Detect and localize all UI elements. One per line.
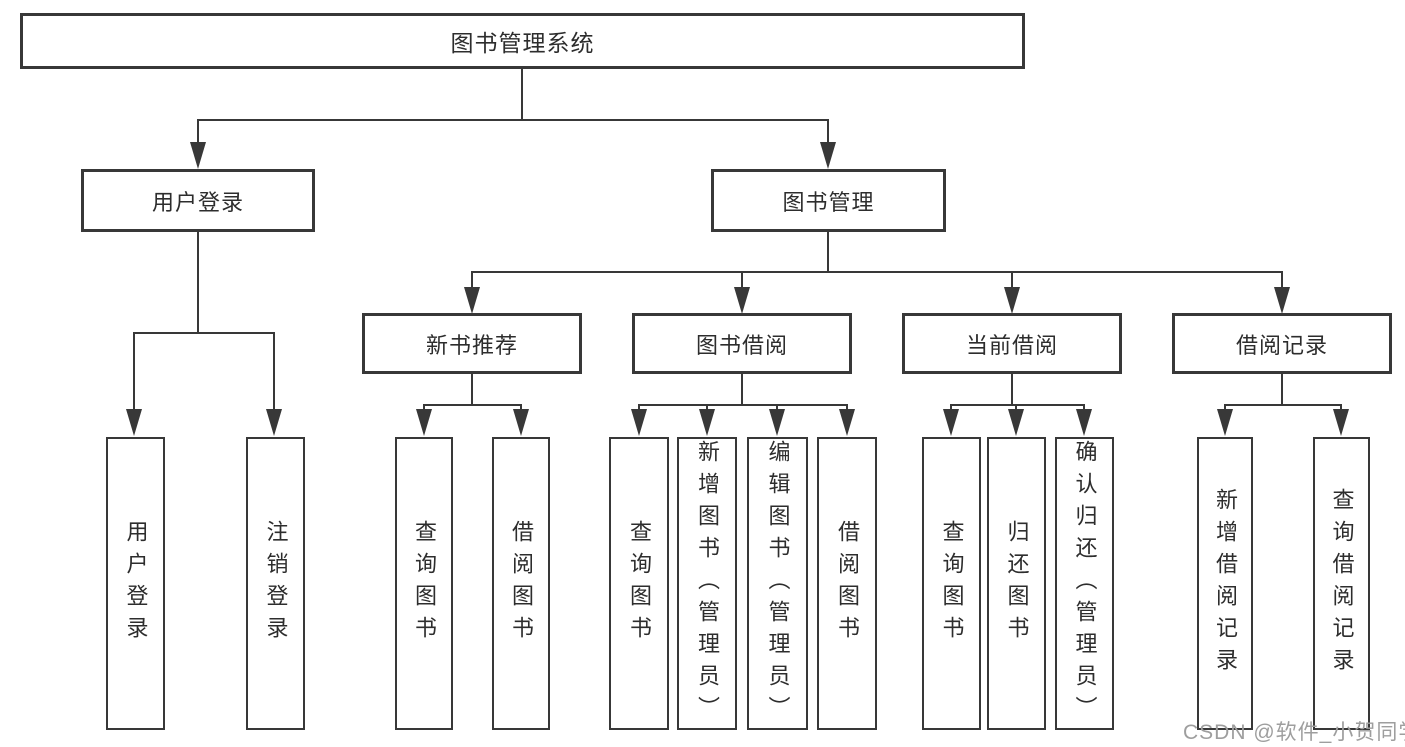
connector-line xyxy=(521,68,523,120)
node-leaf-return-book: 归还图书 xyxy=(987,437,1046,730)
connector-line xyxy=(1281,374,1283,406)
node-label: 借阅记录 xyxy=(1235,332,1328,358)
arrow-down-icon xyxy=(631,409,647,436)
arrow-down-icon xyxy=(1008,409,1024,436)
connector-line xyxy=(197,119,199,144)
node-label: 归还图书 xyxy=(1004,519,1030,648)
connector-line xyxy=(1224,404,1226,412)
node-label: 查询图书 xyxy=(412,519,437,648)
arrow-down-icon xyxy=(734,287,750,314)
csdn-watermark: CSDN @软件_小贺同学 xyxy=(1183,721,1405,744)
connector-line xyxy=(846,404,848,412)
connector-line xyxy=(1281,271,1283,289)
connector-line xyxy=(741,374,743,406)
node-user-login: 用户登录 xyxy=(81,169,315,232)
node-label: 图书管理 xyxy=(782,189,875,215)
node-leaf-query-book: 查询图书 xyxy=(609,437,669,730)
arrow-down-icon xyxy=(126,409,142,436)
node-library-management-system: 图书管理系统 xyxy=(20,13,1025,69)
node-label: 新增借阅记录 xyxy=(1213,487,1238,680)
node-label: 编辑图书（管理员） xyxy=(765,439,791,728)
connector-line xyxy=(471,271,1283,273)
arrow-down-icon xyxy=(464,287,480,314)
node-leaf-borrow-book: 借阅图书 xyxy=(817,437,877,730)
node-new-book-recommendation: 新书推荐 xyxy=(362,313,582,374)
node-label: 新增图书（管理员） xyxy=(695,439,720,728)
arrow-down-icon xyxy=(769,409,785,436)
node-label: 确认归还（管理员） xyxy=(1072,439,1098,728)
connector-line xyxy=(273,332,275,410)
node-leaf-add-book-admin: 新增图书（管理员） xyxy=(677,437,737,730)
node-leaf-user-login: 用户登录 xyxy=(106,437,165,730)
node-label: 查询图书 xyxy=(627,519,652,648)
node-leaf-query-book: 查询图书 xyxy=(922,437,981,730)
node-label: 新书推荐 xyxy=(425,332,518,358)
node-book-management: 图书管理 xyxy=(711,169,946,232)
connector-line xyxy=(638,404,640,412)
node-label: 借阅图书 xyxy=(835,519,860,648)
connector-line xyxy=(741,271,743,289)
connector-line xyxy=(706,404,708,412)
arrow-down-icon xyxy=(1076,409,1092,436)
connector-line xyxy=(776,404,778,412)
connector-line xyxy=(1224,404,1342,406)
arrow-down-icon xyxy=(190,142,206,169)
arrow-down-icon xyxy=(1274,287,1290,314)
node-label: 图书管理系统 xyxy=(450,30,595,56)
node-leaf-edit-book-admin: 编辑图书（管理员） xyxy=(747,437,808,730)
connector-line xyxy=(133,332,135,410)
node-current-borrowing: 当前借阅 xyxy=(902,313,1122,374)
arrow-down-icon xyxy=(266,409,282,436)
connector-line xyxy=(1340,404,1342,412)
node-label: 注销登录 xyxy=(263,519,289,648)
node-leaf-add-borrow-record: 新增借阅记录 xyxy=(1197,437,1253,730)
connector-line xyxy=(197,232,199,334)
connector-line xyxy=(197,119,829,121)
connector-line xyxy=(520,404,522,412)
connector-line xyxy=(1011,374,1013,406)
connector-line xyxy=(471,374,473,406)
arrow-down-icon xyxy=(513,409,529,436)
connector-line xyxy=(1011,271,1013,289)
node-label: 查询图书 xyxy=(939,519,965,648)
connector-line xyxy=(423,404,425,412)
connector-line xyxy=(950,404,952,412)
arrow-down-icon xyxy=(699,409,715,436)
connector-line xyxy=(827,232,829,273)
connector-line xyxy=(950,404,1085,406)
node-leaf-logout: 注销登录 xyxy=(246,437,305,730)
node-borrowing-records: 借阅记录 xyxy=(1172,313,1392,374)
connector-line xyxy=(827,119,829,144)
node-leaf-query-book: 查询图书 xyxy=(395,437,453,730)
node-label: 用户登录 xyxy=(123,519,149,648)
node-leaf-confirm-return-admin: 确认归还（管理员） xyxy=(1055,437,1114,730)
node-label: 用户登录 xyxy=(151,189,244,215)
node-book-borrowing: 图书借阅 xyxy=(632,313,852,374)
arrow-down-icon xyxy=(1004,287,1020,314)
arrow-down-icon xyxy=(820,142,836,169)
connector-line xyxy=(1083,404,1085,412)
arrow-down-icon xyxy=(416,409,432,436)
node-label: 当前借阅 xyxy=(965,332,1058,358)
arrow-down-icon xyxy=(943,409,959,436)
connector-line xyxy=(423,404,522,406)
node-leaf-borrow-book: 借阅图书 xyxy=(492,437,550,730)
arrow-down-icon xyxy=(839,409,855,436)
connector-line xyxy=(133,332,275,334)
connector-line xyxy=(638,404,848,406)
connector-line xyxy=(471,271,473,289)
node-label: 图书借阅 xyxy=(695,332,788,358)
node-label: 借阅图书 xyxy=(509,519,534,648)
node-leaf-query-borrow-record: 查询借阅记录 xyxy=(1313,437,1370,730)
node-label: 查询借阅记录 xyxy=(1329,487,1355,680)
arrow-down-icon xyxy=(1217,409,1233,436)
connector-line xyxy=(1015,404,1017,412)
arrow-down-icon xyxy=(1333,409,1349,436)
